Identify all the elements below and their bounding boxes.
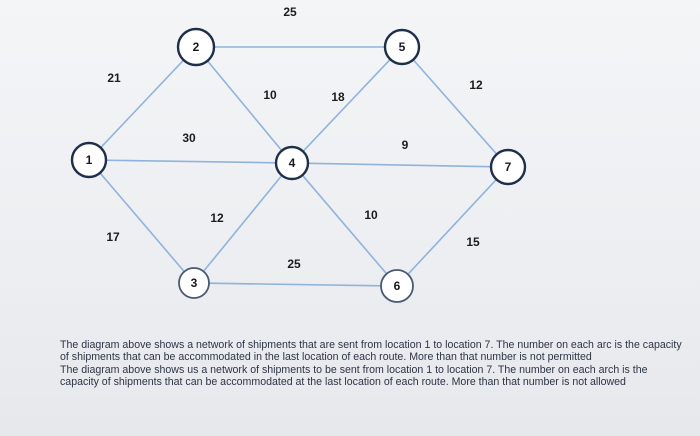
edge-2-4 xyxy=(206,60,283,152)
capacity-label-4-5: 18 xyxy=(331,90,345,104)
node-circle-1 xyxy=(70,141,108,179)
node-label-3: 3 xyxy=(191,276,198,290)
edge-1-4 xyxy=(105,159,277,164)
edge-3-6 xyxy=(208,282,382,287)
node-6: 6 xyxy=(380,269,414,303)
edge-3-4 xyxy=(202,174,283,272)
node-circle-7 xyxy=(489,148,527,186)
edges-layer xyxy=(99,46,498,287)
node-label-4: 4 xyxy=(289,156,296,170)
capacity-label-3-6: 25 xyxy=(287,257,301,271)
capacity-label-1-4: 30 xyxy=(182,131,196,145)
node-circle-2 xyxy=(176,27,216,67)
node-5: 5 xyxy=(383,28,421,66)
node-2: 2 xyxy=(176,27,216,67)
edge-4-7 xyxy=(307,162,492,168)
caption-paragraph-2: The diagram above shows us a network of … xyxy=(60,364,648,388)
edge-5-7 xyxy=(412,59,498,155)
capacity-label-5-7: 12 xyxy=(469,78,483,92)
node-label-5: 5 xyxy=(399,40,406,54)
node-7: 7 xyxy=(489,148,527,186)
node-label-2: 2 xyxy=(193,40,200,54)
edge-6-7 xyxy=(407,178,497,275)
node-label-1: 1 xyxy=(86,153,93,167)
node-circle-6 xyxy=(380,269,414,303)
node-circle-3 xyxy=(178,267,210,299)
capacity-label-2-5: 25 xyxy=(283,5,297,19)
caption-paragraph-1: The diagram above shows a network of shi… xyxy=(60,339,682,363)
node-4: 4 xyxy=(274,145,310,181)
capacity-label-3-4: 12 xyxy=(210,211,224,225)
capacity-label-6-7: 15 xyxy=(466,235,480,249)
edge-4-6 xyxy=(301,174,388,275)
capacity-label-1-2: 21 xyxy=(107,71,121,85)
capacity-label-4-6: 10 xyxy=(364,208,378,222)
node-label-6: 6 xyxy=(394,279,401,293)
edge-4-5 xyxy=(302,58,391,152)
node-circle-4 xyxy=(274,145,310,181)
problem-caption: The diagram above shows a network of shi… xyxy=(60,339,685,390)
edge-1-2 xyxy=(100,59,185,149)
node-3: 3 xyxy=(178,267,210,299)
edge-1-3 xyxy=(99,172,185,273)
capacity-label-1-3: 17 xyxy=(106,230,120,244)
capacity-label-2-4: 10 xyxy=(263,88,277,102)
node-1: 1 xyxy=(70,141,108,179)
node-circle-5 xyxy=(383,28,421,66)
capacity-label-4-7: 9 xyxy=(402,138,409,152)
node-label-7: 7 xyxy=(505,160,512,174)
